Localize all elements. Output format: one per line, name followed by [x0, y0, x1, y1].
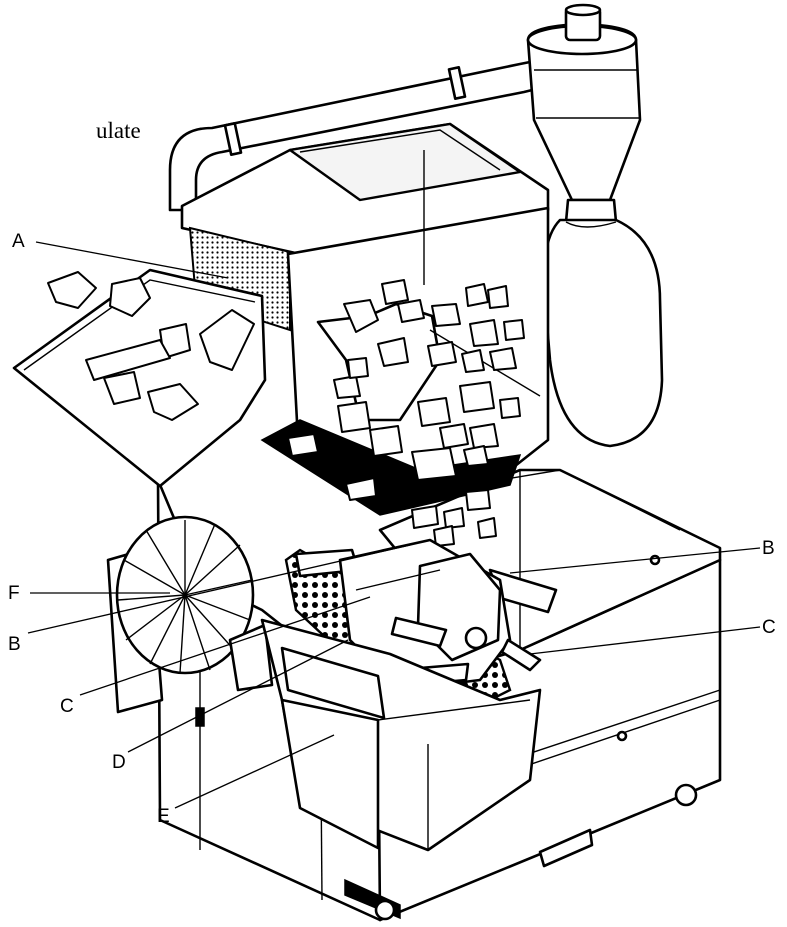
dust-collection-system — [168, 3, 664, 448]
leader-B-left — [27, 544, 411, 634]
title-fragment: ulate — [96, 118, 141, 143]
hopper-lid — [288, 122, 522, 202]
rotor-knife — [390, 616, 448, 648]
bin-handle — [280, 646, 386, 720]
plastic-scrap-pieces — [47, 271, 525, 547]
pipe-coupling — [223, 121, 243, 157]
callout-label-A: A — [12, 231, 25, 252]
cutting-chamber — [260, 538, 558, 852]
leader-D — [127, 639, 349, 753]
leader-E — [174, 734, 335, 809]
leader-B-right — [509, 547, 761, 574]
callout-label-B-right: B — [762, 538, 775, 559]
callout-label-B-left: B — [8, 634, 21, 655]
foot — [538, 828, 594, 868]
bolt — [616, 730, 628, 742]
callout-labels: A B C F B C D E — [8, 231, 776, 827]
cyclone-outlet-cap — [564, 3, 602, 17]
collection-bin — [280, 698, 380, 850]
leader-C-left — [79, 596, 371, 696]
pipe-coupling — [447, 65, 467, 101]
callout-label-D: D — [112, 752, 126, 773]
rotor-shaft — [464, 626, 488, 650]
leader-A — [35, 241, 229, 279]
bolt — [649, 554, 661, 566]
callout-label-E: E — [157, 806, 170, 827]
leader-lines — [27, 241, 761, 809]
caster-wheel — [374, 899, 396, 921]
callout-label-F: F — [8, 583, 20, 604]
dust-bag — [542, 218, 664, 448]
callout-label-C-left: C — [60, 696, 74, 717]
rotor-knife — [500, 638, 542, 672]
hopper-base-plate — [260, 419, 522, 516]
infeed-chute — [12, 268, 267, 488]
leader-C-right — [529, 626, 761, 655]
blower-fan — [106, 515, 274, 714]
callout-label-C-right: C — [762, 617, 776, 638]
caster-wheel — [674, 783, 698, 807]
